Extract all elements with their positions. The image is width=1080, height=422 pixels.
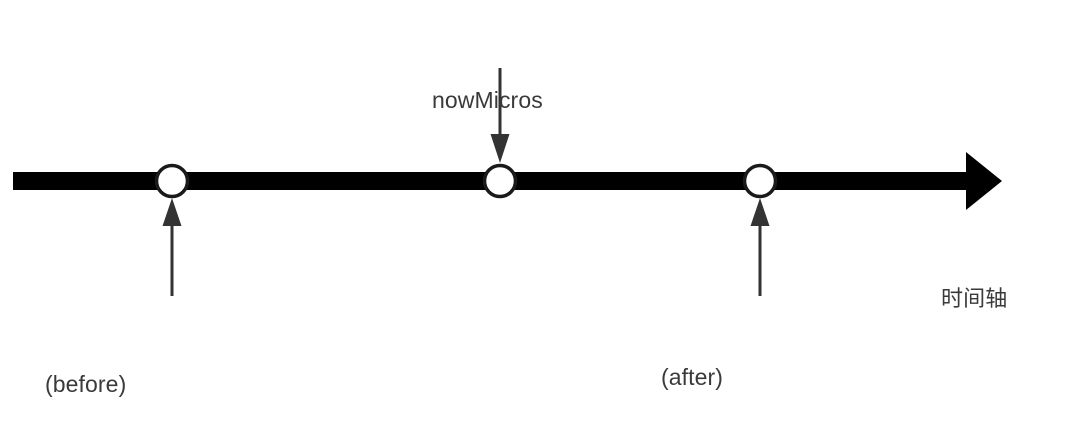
now-marker-down-arrow-icon [490, 134, 510, 163]
arrow-right-icon [966, 152, 1002, 210]
now-marker-circle [482, 163, 518, 199]
before-marker-label: (before) nextFreeTicketMicros [45, 312, 266, 422]
before-marker-label-line-1: (before) [45, 371, 127, 397]
after-marker-label-line-1: (after) [661, 364, 724, 390]
now-micros-label: nowMicros [432, 28, 543, 173]
axis-name-label-text: 时间轴 [941, 286, 1008, 311]
after-marker-up-arrow-icon [750, 198, 770, 226]
before-marker-up-arrow-icon [162, 198, 182, 226]
axis-name-label: 时间轴 [941, 226, 1007, 371]
after-marker-label: (after) nextFreeTicketMicros [661, 305, 882, 422]
before-marker-circle [154, 163, 190, 199]
after-marker-circle [742, 163, 778, 199]
now-micros-label-line-1: nowMicros [432, 87, 543, 113]
